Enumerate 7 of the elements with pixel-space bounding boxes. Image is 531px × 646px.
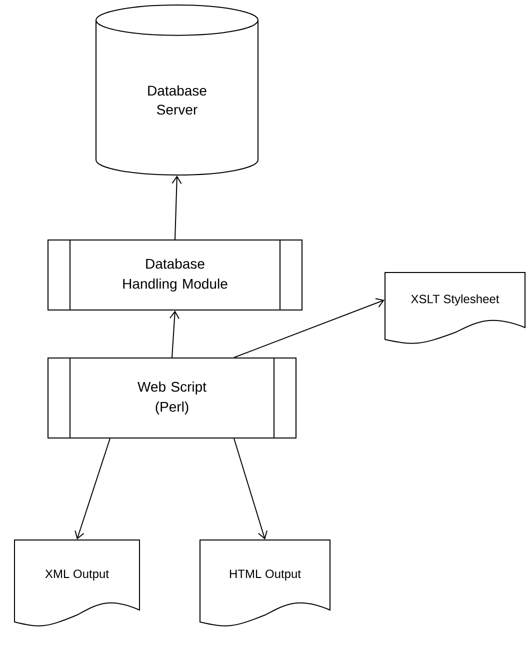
arrow	[74, 438, 110, 540]
arrow	[172, 176, 182, 240]
arrow	[170, 310, 180, 358]
process-box: Web Script (Perl)	[48, 358, 296, 438]
process-box: Database Handling Module	[48, 240, 302, 310]
arrow	[234, 438, 268, 540]
arrow	[234, 298, 384, 358]
